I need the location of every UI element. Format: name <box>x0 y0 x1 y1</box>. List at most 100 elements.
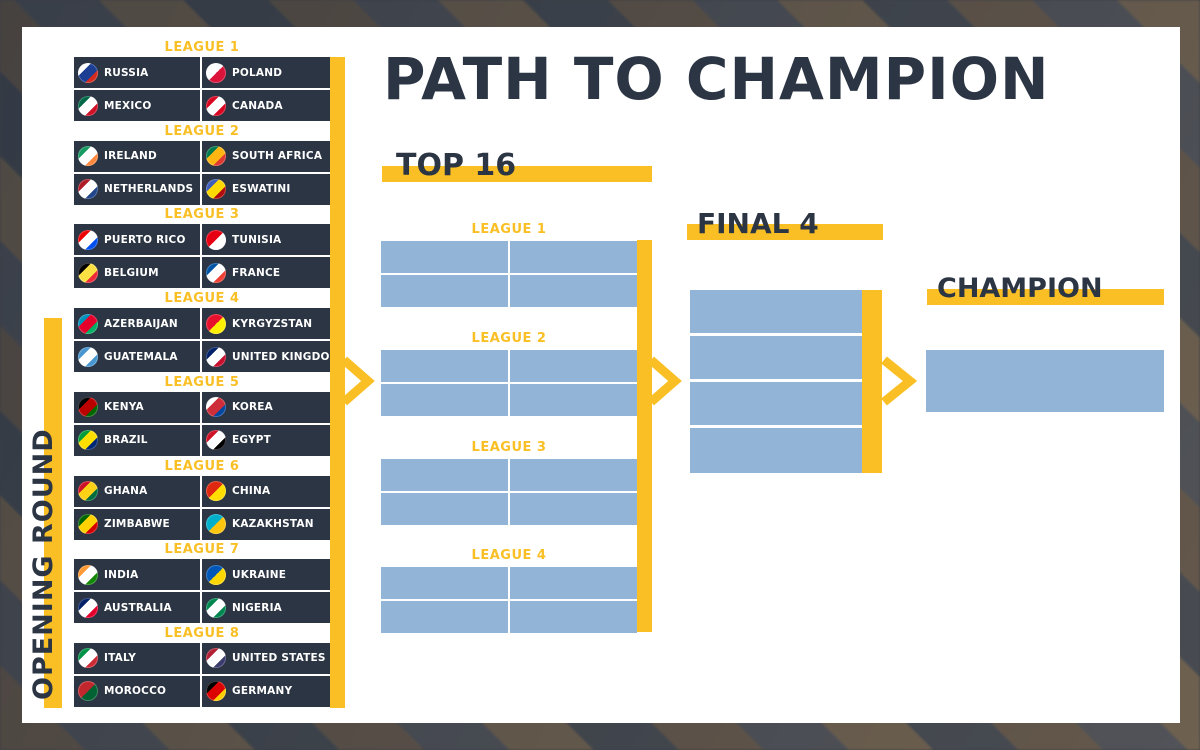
opening-league-heading: LEAGUE 1 <box>164 40 240 55</box>
top16-slot <box>381 567 508 599</box>
team-name: SOUTH AFRICA <box>232 150 323 163</box>
netherlands-flag-icon <box>78 179 98 200</box>
team-cell-belgium: BELGIUM <box>74 257 200 289</box>
top16-slot <box>381 459 508 491</box>
opening-league-heading: LEAGUE 7 <box>164 542 240 558</box>
team-cell-united-states: UNITED STATES <box>202 642 330 674</box>
china-flag-icon <box>206 481 226 501</box>
kazakhstan-flag-icon <box>206 514 226 534</box>
top16-slot <box>381 350 508 382</box>
top16-heading: TOP 16 <box>396 148 517 183</box>
team-name: KOREA <box>232 401 273 414</box>
final4-slot-1 <box>690 290 862 333</box>
top16-slot <box>381 275 508 307</box>
azerbaijan-flag-icon <box>78 313 98 334</box>
team-name: MOROCCO <box>104 685 167 698</box>
team-name: RUSSIA <box>104 66 149 79</box>
top16-slot <box>510 493 637 525</box>
team-cell-nigeria: NIGERIA <box>202 592 330 624</box>
top16-arrow-icon <box>648 356 682 406</box>
top16-slot <box>510 241 637 273</box>
final4-heading: FINAL 4 <box>697 207 819 240</box>
team-name: ESWATINI <box>232 183 291 196</box>
tunisia-flag-icon <box>206 229 226 250</box>
ghana-flag-icon <box>78 481 98 501</box>
india-flag-icon <box>78 564 98 585</box>
zimbabwe-flag-icon <box>78 514 98 534</box>
team-name: AUSTRALIA <box>104 601 172 614</box>
team-name: TUNISIA <box>232 233 282 246</box>
team-cell-ukraine: UKRAINE <box>202 559 330 591</box>
team-name: AZERBAIJAN <box>104 317 178 330</box>
opening-round-bar <box>44 318 62 708</box>
top16-slot <box>510 601 637 633</box>
italy-flag-icon <box>78 648 98 669</box>
team-cell-kenya: KENYA <box>74 391 200 423</box>
top16-slot <box>381 241 508 273</box>
puerto-rico-flag-icon <box>78 229 98 250</box>
top16-slot <box>510 567 637 599</box>
team-cell-australia: AUSTRALIA <box>74 592 200 624</box>
belgium-flag-icon <box>78 262 98 283</box>
team-cell-puerto-rico: PUERTO RICO <box>74 224 200 256</box>
team-cell-tunisia: TUNISIA <box>202 224 330 256</box>
team-cell-india: INDIA <box>74 559 200 591</box>
opening-round-label: OPENING ROUND <box>28 428 59 700</box>
team-name: NETHERLANDS <box>104 183 194 196</box>
team-name: ZIMBABWE <box>104 518 170 530</box>
team-cell-ghana: GHANA <box>74 475 200 507</box>
team-cell-guatemala: GUATEMALA <box>74 341 200 373</box>
top16-slot <box>381 384 508 416</box>
top16-slot <box>510 350 637 382</box>
final4-slot-3 <box>690 382 862 425</box>
team-name: BELGIUM <box>104 266 159 279</box>
ukraine-flag-icon <box>206 564 226 585</box>
top16-league-heading: LEAGUE 4 <box>471 548 547 563</box>
united-kingdom-flag-icon <box>206 346 226 367</box>
opening-league-heading: LEAGUE 8 <box>164 625 240 641</box>
top16-slot <box>510 384 637 416</box>
champion-slot <box>926 350 1164 412</box>
team-name: CHINA <box>232 485 271 497</box>
top16-league-heading: LEAGUE 2 <box>471 331 547 346</box>
team-cell-morocco: MOROCCO <box>74 675 200 707</box>
eswatini-flag-icon <box>206 179 226 200</box>
top16-league-heading: LEAGUE 1 <box>471 222 547 237</box>
top16-slot <box>510 459 637 491</box>
team-name: PUERTO RICO <box>104 233 186 246</box>
korea-flag-icon <box>206 397 226 418</box>
nigeria-flag-icon <box>206 597 226 618</box>
team-cell-canada: CANADA <box>202 90 330 121</box>
france-flag-icon <box>206 262 226 283</box>
opening-league-heading: LEAGUE 6 <box>164 458 240 474</box>
opening-round-arrow-icon <box>341 356 375 406</box>
team-name: CANADA <box>232 99 283 112</box>
top16-league-heading: LEAGUE 3 <box>471 440 547 455</box>
top16-heading-underline <box>382 166 652 182</box>
team-cell-south-africa: SOUTH AFRICA <box>202 140 330 172</box>
team-name: FRANCE <box>232 266 281 279</box>
champion-heading: CHAMPION <box>937 273 1103 304</box>
team-cell-netherlands: NETHERLANDS <box>74 173 200 205</box>
australia-flag-icon <box>78 597 98 618</box>
team-name: MEXICO <box>104 99 152 112</box>
south-africa-flag-icon <box>206 146 226 167</box>
team-name: GHANA <box>104 485 148 497</box>
brazil-flag-icon <box>78 430 98 451</box>
team-cell-kyrgyzstan: KYRGYZSTAN <box>202 308 330 340</box>
team-name: EGYPT <box>232 434 272 447</box>
team-name: NIGERIA <box>232 601 283 614</box>
team-name: BRAZIL <box>104 434 148 447</box>
team-cell-mexico: MEXICO <box>74 90 200 121</box>
final4-connector-bar <box>862 290 882 473</box>
team-name: ITALY <box>104 652 137 665</box>
top16-connector-bar <box>637 240 652 632</box>
page-title: PATH TO CHAMPION <box>383 45 1050 113</box>
germany-flag-icon <box>206 681 226 702</box>
team-name: POLAND <box>232 66 283 79</box>
opening-league-heading: LEAGUE 4 <box>164 291 240 307</box>
team-name: GUATEMALA <box>104 350 178 363</box>
team-name: KYRGYZSTAN <box>232 317 313 330</box>
top16-slot <box>381 601 508 633</box>
egypt-flag-icon <box>206 430 226 451</box>
